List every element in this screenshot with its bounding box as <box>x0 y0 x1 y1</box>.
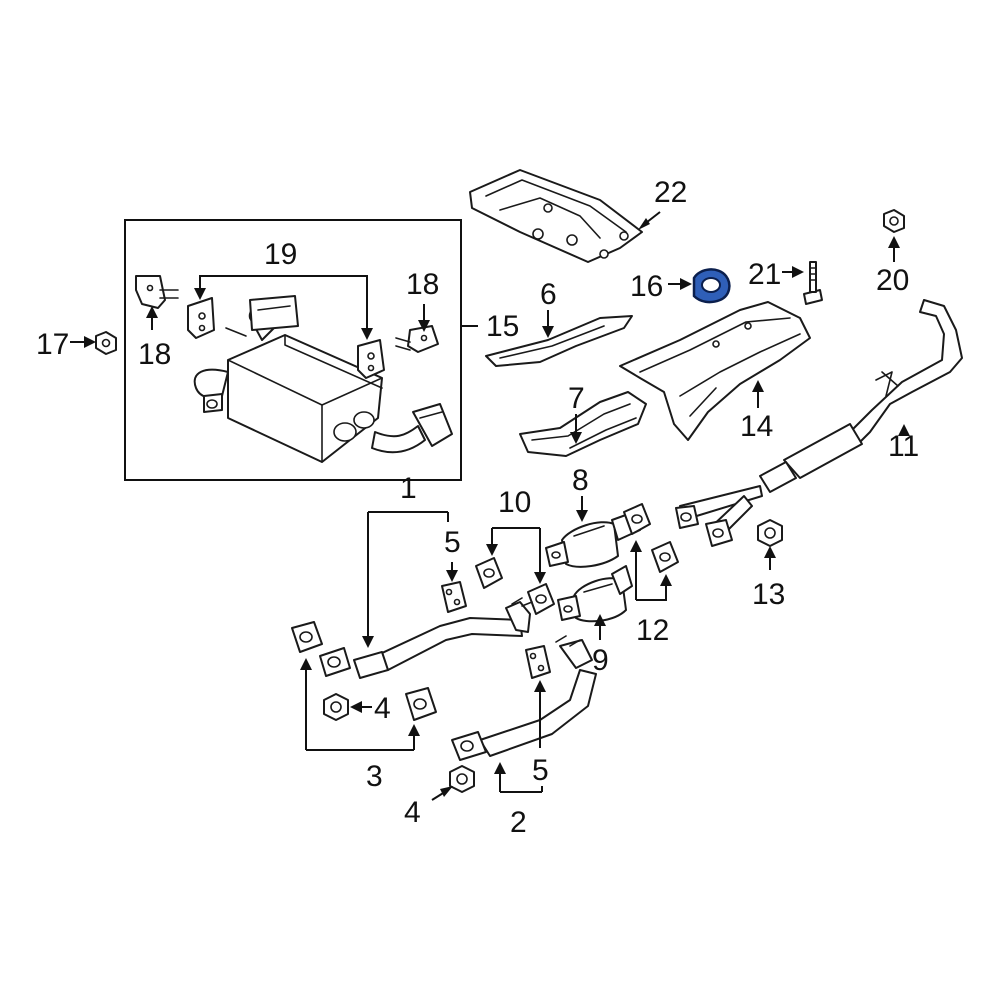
part-center-pipe-11[interactable] <box>675 299 963 547</box>
part-heat-shield-14[interactable] <box>619 301 811 441</box>
part-gasket-5-lower[interactable] <box>525 645 551 679</box>
part-heat-shield-upper[interactable] <box>469 169 643 263</box>
callout-17: 17 <box>36 328 69 361</box>
callout-7: 7 <box>568 382 585 415</box>
part-nut-20[interactable] <box>883 209 905 233</box>
part-gasket-16-highlighted[interactable] <box>692 268 731 304</box>
part-nut-4-upper[interactable] <box>323 693 349 721</box>
callout-19: 19 <box>264 238 297 271</box>
part-gasket-12-lower[interactable] <box>651 541 679 573</box>
muffler-assembly-box <box>124 219 462 481</box>
part-gasket-10-left[interactable] <box>475 557 503 589</box>
part-gasket-12-upper[interactable] <box>623 503 651 535</box>
callout-18-right: 18 <box>406 268 439 301</box>
part-gasket-10-right[interactable] <box>527 583 555 615</box>
part-insulator-left[interactable] <box>187 297 215 339</box>
callout-10: 10 <box>498 486 531 519</box>
part-insulator-right[interactable] <box>357 339 385 379</box>
part-front-pipe-1[interactable] <box>319 597 533 679</box>
part-hanger-bracket-right[interactable] <box>395 325 439 353</box>
callout-5-upper: 5 <box>444 526 461 559</box>
callout-15: 15 <box>486 310 519 343</box>
callout-11: 11 <box>888 430 919 463</box>
callout-22: 22 <box>654 176 687 209</box>
callout-18-left: 18 <box>138 338 171 371</box>
part-catalytic-converter-8[interactable] <box>545 511 641 568</box>
callout-8: 8 <box>572 464 589 497</box>
leader-lines <box>70 211 910 801</box>
part-heat-shield-7[interactable] <box>519 391 647 457</box>
callout-14: 14 <box>740 410 773 443</box>
part-nut-17[interactable] <box>95 331 117 355</box>
part-gasket-3-upper[interactable] <box>291 621 323 653</box>
callout-5-lower: 5 <box>532 754 549 787</box>
part-hanger-bracket-left[interactable] <box>135 275 179 309</box>
callout-2: 2 <box>510 806 527 839</box>
part-catalytic-converter-9[interactable] <box>557 565 633 623</box>
callout-numbers: 22 19 18 18 15 17 16 21 20 6 7 14 11 13 … <box>36 176 919 839</box>
part-nut-13[interactable] <box>757 519 783 547</box>
callout-9: 9 <box>592 644 609 677</box>
part-gasket-5-upper[interactable] <box>441 581 467 613</box>
callout-13: 13 <box>752 578 785 611</box>
callout-12: 12 <box>636 614 669 647</box>
callout-20: 20 <box>876 264 909 297</box>
callout-6: 6 <box>540 278 557 311</box>
part-muffler-assembly[interactable] <box>193 295 453 463</box>
callout-4-lower: 4 <box>404 796 421 829</box>
callout-21: 21 <box>748 258 781 291</box>
callout-16: 16 <box>630 270 663 303</box>
part-heat-shield-6[interactable] <box>485 315 633 367</box>
part-nut-4-lower[interactable] <box>449 765 475 793</box>
part-front-pipe-2[interactable] <box>451 635 597 761</box>
callout-1: 1 <box>400 472 417 505</box>
part-gasket-3-lower[interactable] <box>405 687 437 721</box>
callout-4-upper: 4 <box>374 692 391 725</box>
part-bolt-21[interactable] <box>803 261 823 305</box>
callout-3: 3 <box>366 760 383 793</box>
